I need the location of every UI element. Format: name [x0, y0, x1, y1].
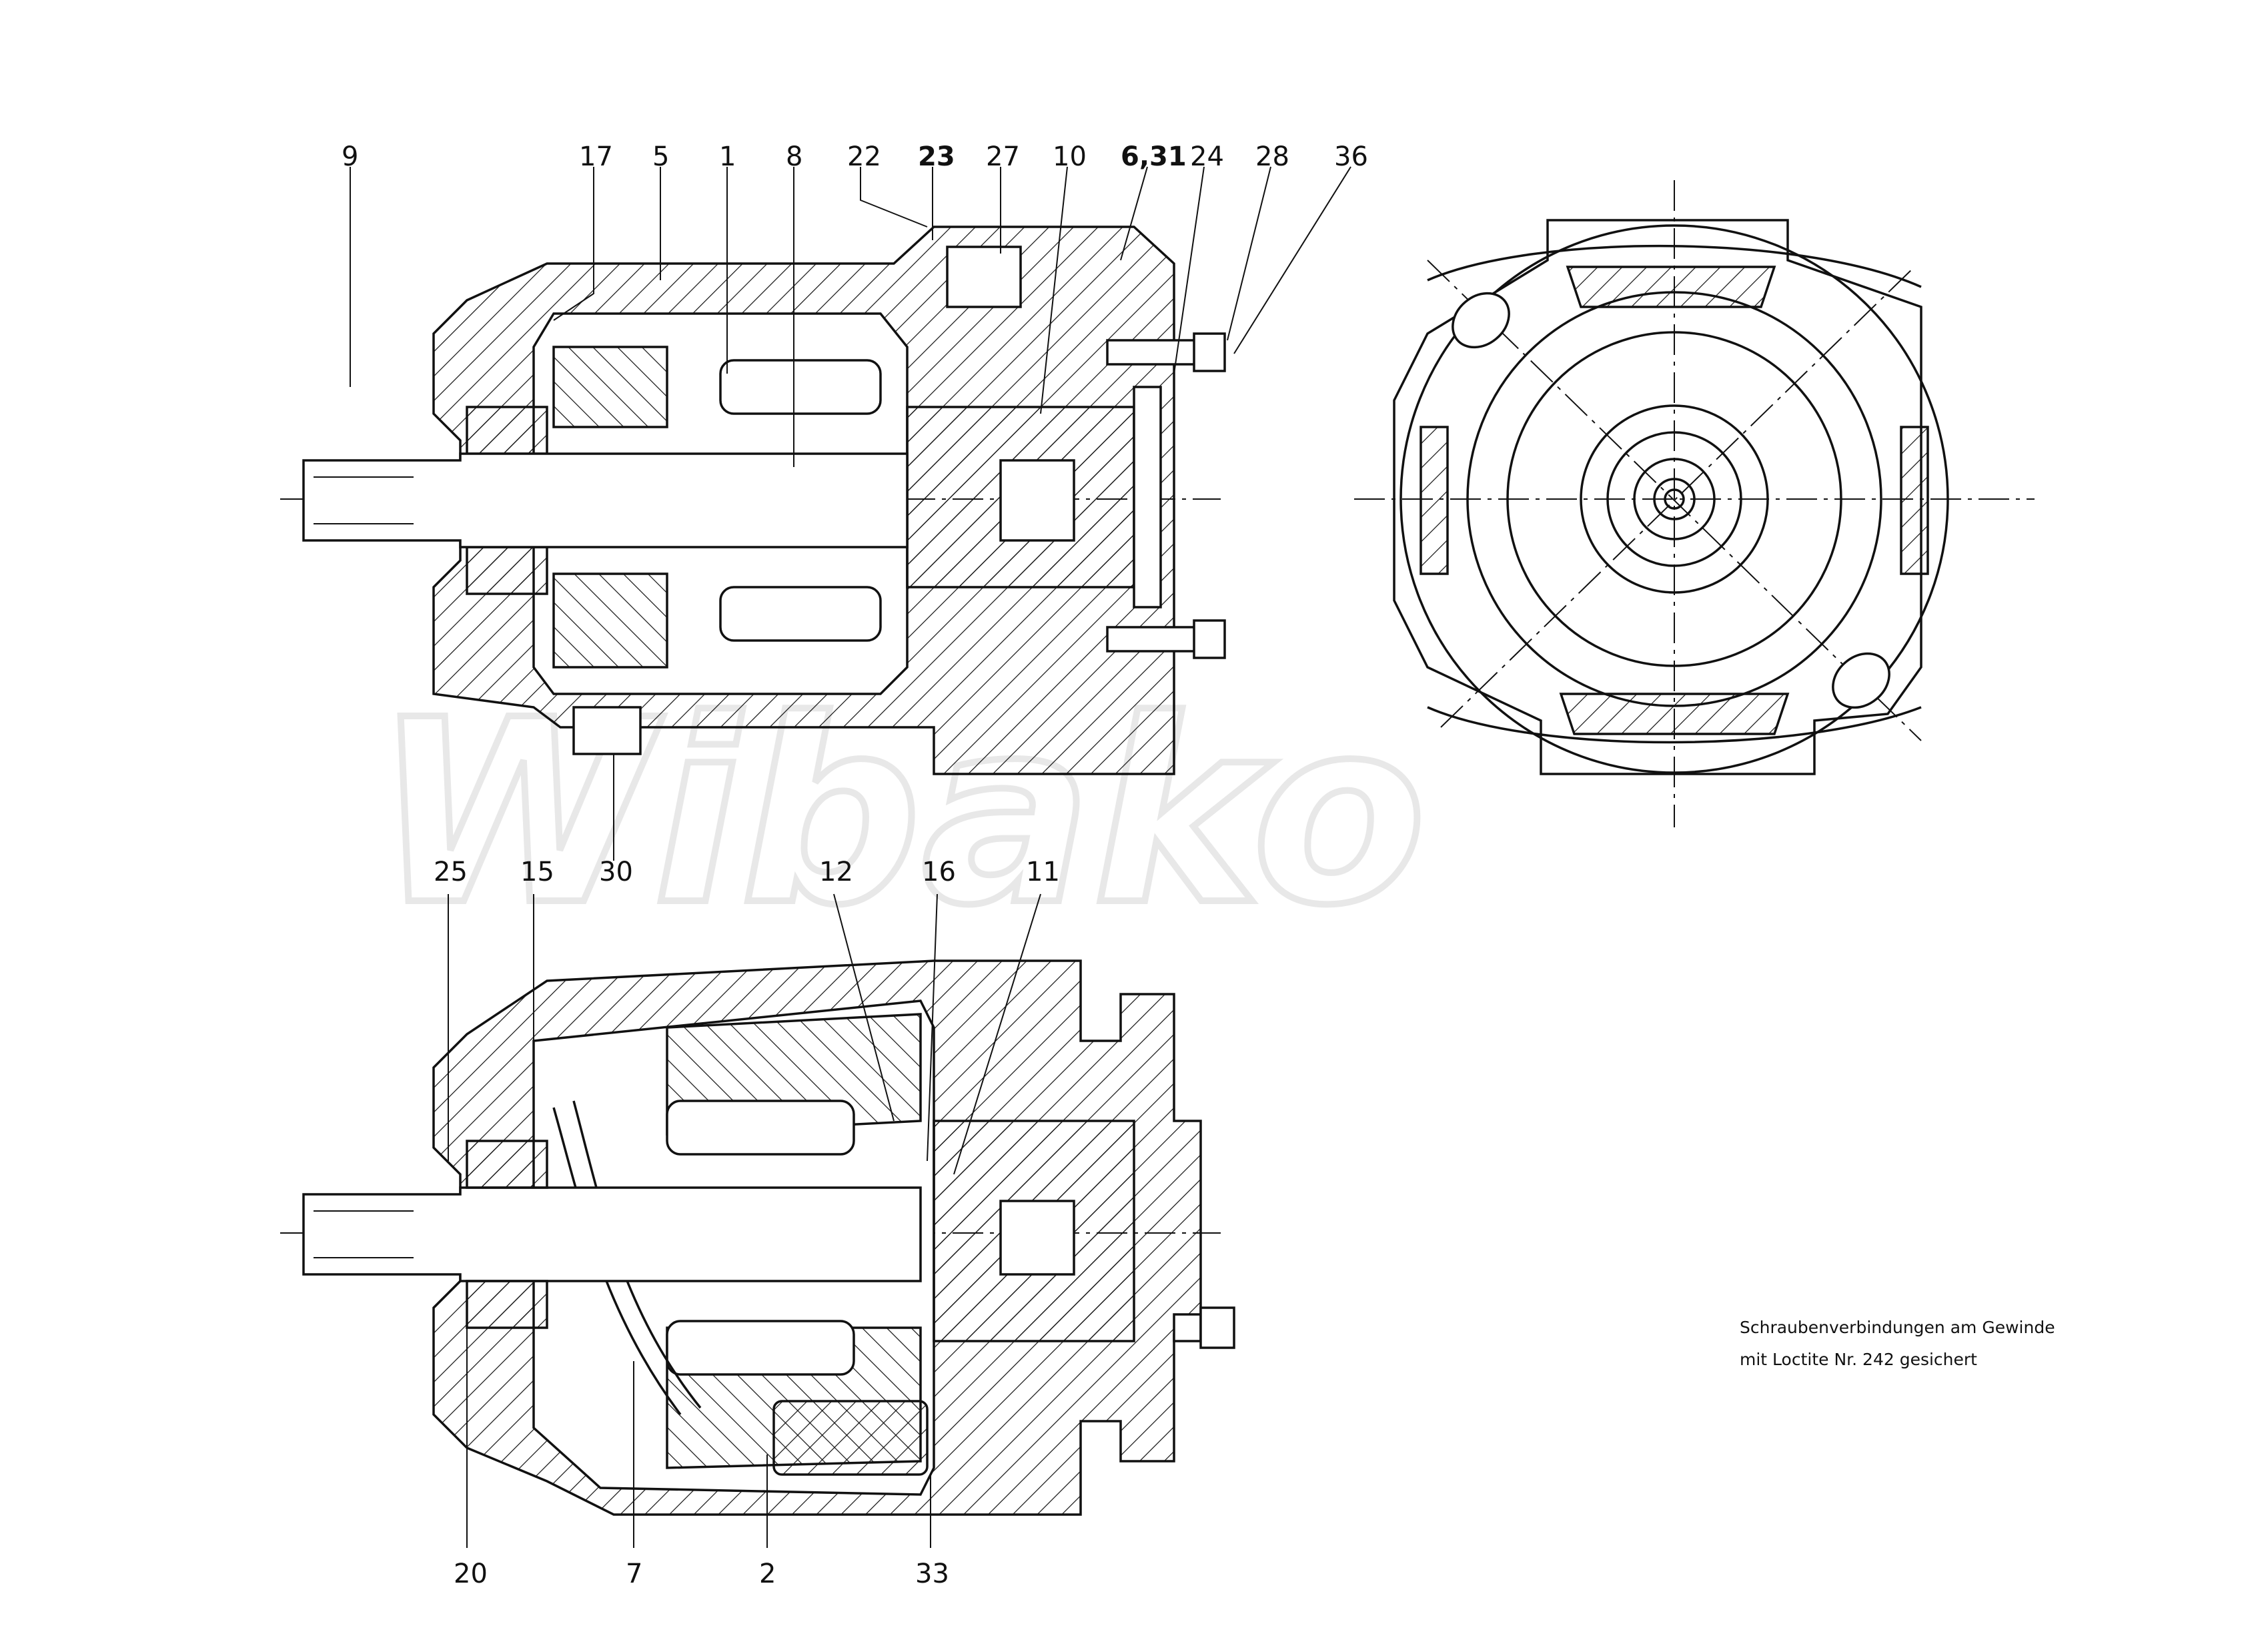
label-10: 10	[1053, 141, 1087, 172]
label-30: 30	[599, 857, 633, 887]
label-7: 7	[626, 1559, 642, 1589]
note-line-1: Schraubenverbindungen am Gewinde	[1740, 1318, 2055, 1337]
note-line-2: mit Loctite Nr. 242 gesichert	[1740, 1350, 1977, 1369]
label-20: 20	[454, 1559, 488, 1589]
label-23: 23	[918, 141, 955, 172]
bottom-section-view	[280, 893, 1235, 1548]
end-view	[1354, 180, 2035, 827]
label-11: 11	[1026, 857, 1060, 887]
label-5: 5	[652, 141, 669, 172]
label-36: 36	[1334, 141, 1368, 172]
label-17: 17	[579, 141, 613, 172]
loctite-note: Schraubenverbindungen am Gewinde mit Loc…	[1740, 1318, 2055, 1369]
label-15: 15	[520, 857, 554, 887]
label-27: 27	[986, 141, 1020, 172]
label-16: 16	[922, 857, 956, 887]
label-9: 9	[342, 141, 358, 172]
label-8: 8	[786, 141, 802, 172]
top-section-view	[280, 166, 1351, 861]
label-28: 28	[1255, 141, 1289, 172]
label-33: 33	[915, 1559, 949, 1589]
part-labels-top: 9 17 5 1 8 22 23 27 10 6,31 24 28 36 30	[342, 141, 1368, 887]
part-labels-middle: 25 15 12 16 11	[434, 857, 1060, 887]
part-labels-bottom: 20 7 2 33	[454, 1559, 949, 1589]
label-1: 1	[719, 141, 736, 172]
label-6-31: 6,31	[1121, 141, 1187, 172]
label-25: 25	[434, 857, 468, 887]
label-22: 22	[847, 141, 881, 172]
label-12: 12	[819, 857, 853, 887]
label-2: 2	[759, 1559, 776, 1589]
label-24: 24	[1190, 141, 1224, 172]
